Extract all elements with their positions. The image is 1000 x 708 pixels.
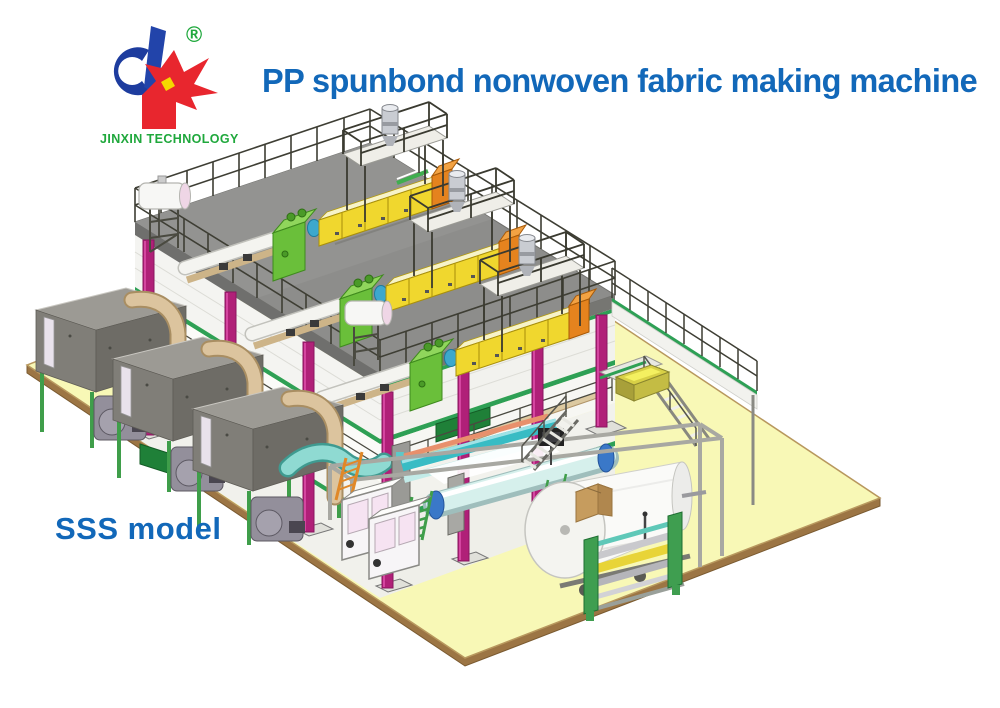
- hopper-platform: [408, 167, 516, 288]
- drive-box: [497, 224, 528, 276]
- air-tank: [344, 300, 393, 366]
- deck-railings: [134, 108, 616, 374]
- registered-trademark: ®: [186, 22, 203, 47]
- air-duct: [282, 391, 342, 504]
- model-label: SSS model: [55, 511, 222, 546]
- calender-unit: [391, 413, 619, 536]
- cooling-duct: [278, 442, 394, 478]
- maintenance-ladder: [334, 451, 364, 501]
- logo-crescent-shape: [113, 47, 150, 96]
- spin-pump-block: [408, 337, 455, 412]
- logo-star-shape: [142, 50, 218, 129]
- hopper-feeder: [518, 234, 536, 276]
- center-staircase: [520, 395, 580, 471]
- spin-pump-block: [271, 207, 318, 282]
- chiller-unit: [368, 495, 432, 580]
- hopper-platform: [341, 101, 449, 222]
- logo-diamond-shape: [161, 77, 175, 91]
- cardboard-box: [574, 483, 614, 523]
- filter-cabinet: [191, 386, 345, 545]
- blower-unit: [250, 496, 305, 542]
- drive-box: [567, 288, 598, 340]
- slitting-machine: [583, 511, 685, 621]
- hopper-feeder: [381, 104, 399, 146]
- air-tank: [138, 175, 191, 253]
- extruder-barrel: [455, 303, 580, 377]
- air-duct: [202, 341, 262, 454]
- page-title: PP spunbond nonwoven fabric making machi…: [262, 62, 978, 99]
- yellow-roller: [586, 542, 676, 576]
- extruder-line: [177, 101, 461, 284]
- logo-bar-shape: [144, 26, 166, 94]
- air-duct: [125, 292, 185, 403]
- hopper-feeder: [448, 170, 466, 212]
- right-balcony: [611, 267, 758, 505]
- extruder-line: [314, 231, 598, 414]
- waste-bin: [614, 364, 671, 402]
- company-name: JINXIN TECHNOLOGY: [100, 132, 239, 146]
- company-logo: ® JINXIN TECHNOLOGY: [98, 20, 248, 152]
- logo-mark-icon: [113, 26, 218, 129]
